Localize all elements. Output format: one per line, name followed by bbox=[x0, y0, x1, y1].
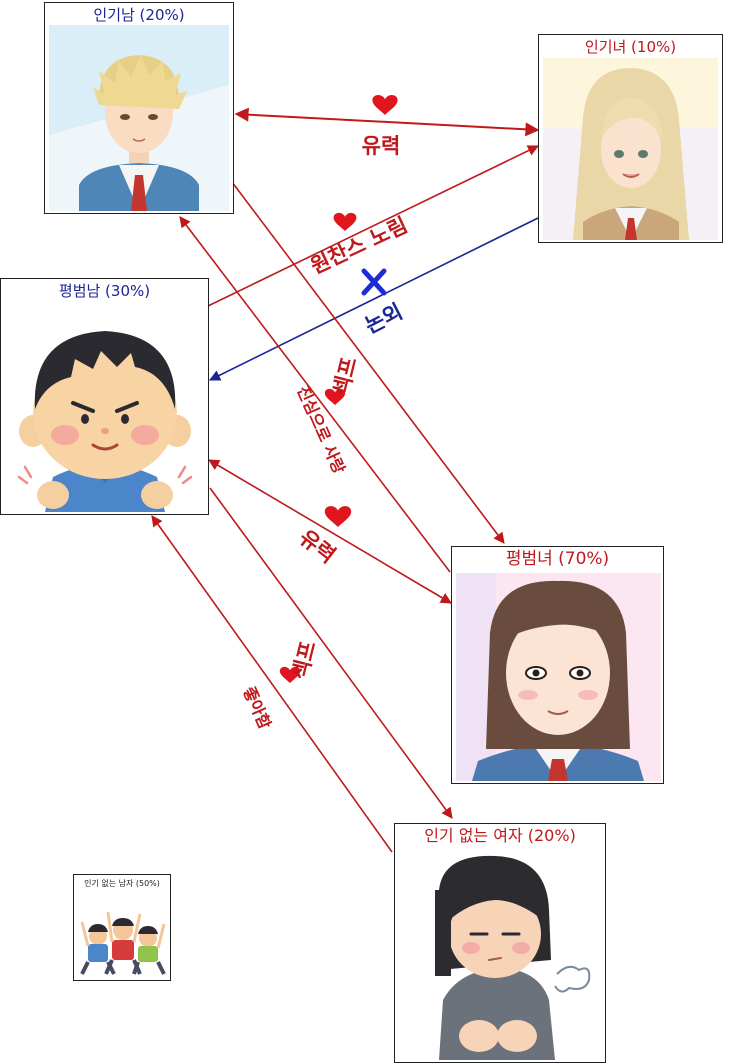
node-popular-man: 인기남 (20%) bbox=[44, 2, 234, 214]
node-unpopular-woman-label: 인기 없는 여자 (20%) bbox=[424, 826, 576, 845]
edge-label-sex-average-man: 섹프 bbox=[288, 639, 321, 682]
unpopular-man-portrait bbox=[80, 911, 166, 975]
average-man-portrait bbox=[17, 331, 193, 512]
edge-label-sex-popular-man: 섹프 bbox=[329, 355, 362, 398]
edge-average-pair bbox=[208, 459, 452, 604]
cross-icon bbox=[361, 268, 387, 296]
popular-man-portrait bbox=[49, 25, 229, 211]
edge-out-of-question bbox=[208, 217, 539, 381]
node-unpopular-man-label: 인기 없는 남자 (50%) bbox=[84, 879, 160, 888]
unpopular-woman-portrait bbox=[435, 855, 591, 1060]
node-unpopular-man: 인기 없는 남자 (50%) bbox=[73, 874, 171, 981]
edge-label-likes: 좋아함 bbox=[239, 684, 274, 732]
node-average-man-label: 평범남 (30%) bbox=[58, 282, 151, 300]
edge-label-out-of-question: 논외 bbox=[361, 299, 406, 338]
edge-label-average-pair: 유력 bbox=[295, 525, 340, 568]
heart-icon bbox=[324, 506, 352, 527]
edge-sex-average-man bbox=[209, 487, 453, 819]
heart-icon bbox=[372, 95, 398, 115]
popular-woman-portrait bbox=[543, 58, 718, 240]
node-unpopular-woman: 인기 없는 여자 (20%) bbox=[394, 823, 606, 1063]
node-popular-woman-label: 인기녀 (10%) bbox=[584, 38, 677, 56]
node-average-woman-label: 평범녀 (70%) bbox=[505, 549, 610, 569]
edge-label-popular-pair: 유력 bbox=[362, 134, 401, 158]
edge-long-shot bbox=[207, 145, 540, 307]
edge-likes bbox=[151, 515, 393, 853]
node-popular-man-label: 인기남 (20%) bbox=[93, 6, 185, 24]
node-average-woman: 평범녀 (70%) bbox=[451, 546, 664, 784]
edge-popular-pair bbox=[234, 107, 540, 137]
heart-icon bbox=[333, 212, 357, 231]
average-woman-portrait bbox=[456, 573, 661, 781]
edge-label-long-shot: 원찬스 노림 bbox=[307, 213, 411, 279]
edge-sex-popular-man bbox=[231, 181, 505, 544]
node-popular-woman: 인기녀 (10%) bbox=[538, 34, 723, 243]
node-average-man: 평범남 (30%) bbox=[0, 278, 209, 515]
